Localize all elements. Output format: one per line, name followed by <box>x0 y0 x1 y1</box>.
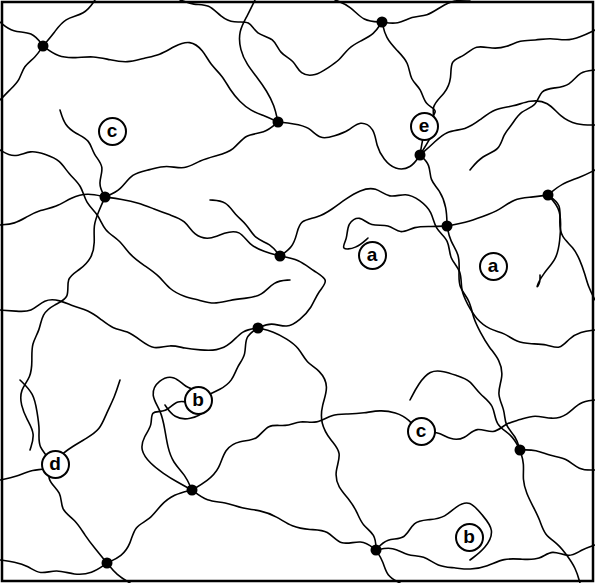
polymer-chain <box>520 450 595 470</box>
polymer-chain <box>420 101 595 155</box>
crosslink-dot <box>102 558 113 569</box>
crosslink-dot <box>273 117 284 128</box>
callout-circle: b <box>455 523 484 552</box>
polymer-chain <box>520 450 580 583</box>
callout-circle: a <box>358 241 387 270</box>
crosslink-dot <box>187 485 198 496</box>
polymer-chain <box>210 200 280 256</box>
polymer-chain <box>447 195 548 226</box>
polymer-chain <box>0 46 43 100</box>
polymer-chain <box>0 380 120 480</box>
polymer-chain <box>192 490 376 550</box>
polymer-chain <box>280 189 595 348</box>
polymer-chain <box>0 150 290 303</box>
polymer-chain <box>376 550 400 583</box>
polymer-chain <box>0 194 105 225</box>
polymer-chain <box>376 545 595 569</box>
polymer-chain <box>180 0 382 75</box>
polymer-chain <box>382 0 470 23</box>
polymer-chain <box>344 218 447 249</box>
callout-circle: c <box>407 417 436 446</box>
polymer-chain <box>376 503 491 560</box>
crosslink-dot <box>100 192 111 203</box>
polymer-chain <box>278 122 420 169</box>
callout-letter: a <box>488 256 499 275</box>
polymer-chain <box>258 256 325 328</box>
polymer-chain <box>21 197 105 450</box>
polymer-chain <box>192 400 595 490</box>
callout-circle: c <box>98 117 127 146</box>
polymer-chain <box>335 0 382 22</box>
crosslink-dot <box>515 445 526 456</box>
polymer-chain <box>107 490 192 563</box>
crosslink-dot <box>543 190 554 201</box>
polymer-chain <box>43 0 95 46</box>
polymer-chain <box>0 22 43 46</box>
crosslink-dot <box>253 323 264 334</box>
callout-circle: b <box>184 386 213 415</box>
callout-letter: a <box>367 245 378 264</box>
polymer-chain <box>20 380 107 563</box>
polymer-chain <box>60 110 105 197</box>
polymer-chain <box>142 328 258 490</box>
polymer-chain <box>548 170 595 195</box>
polymer-chain <box>0 560 107 574</box>
polymer-chain <box>548 195 595 300</box>
callout-letter: d <box>49 454 61 473</box>
polymer-chain <box>153 377 211 490</box>
polymer-chain <box>0 300 258 350</box>
crosslink-group <box>38 17 554 569</box>
crosslink-dot <box>442 221 453 232</box>
callout-letter: c <box>416 421 427 440</box>
callout-circle: d <box>41 450 70 479</box>
callout-letter: b <box>463 527 475 546</box>
polymer-chain <box>240 0 278 122</box>
crosslink-dot <box>371 545 382 556</box>
polymer-chain <box>447 226 520 450</box>
crosslink-dot <box>377 17 388 28</box>
callout-circle: e <box>410 112 439 141</box>
polymer-chain <box>105 122 278 197</box>
callout-circle: a <box>479 252 508 281</box>
crosslink-dot <box>275 251 286 262</box>
callout-letter: c <box>107 121 118 140</box>
crosslink-dot <box>415 150 426 161</box>
polymer-chain <box>470 70 595 170</box>
polymer-chain <box>420 30 595 155</box>
polymer-chain <box>105 197 280 256</box>
polymer-chain <box>420 155 447 226</box>
polymer-chain <box>537 195 560 287</box>
callout-letter: b <box>192 390 204 409</box>
callout-letter: e <box>419 116 430 135</box>
crosslink-dot <box>38 41 49 52</box>
